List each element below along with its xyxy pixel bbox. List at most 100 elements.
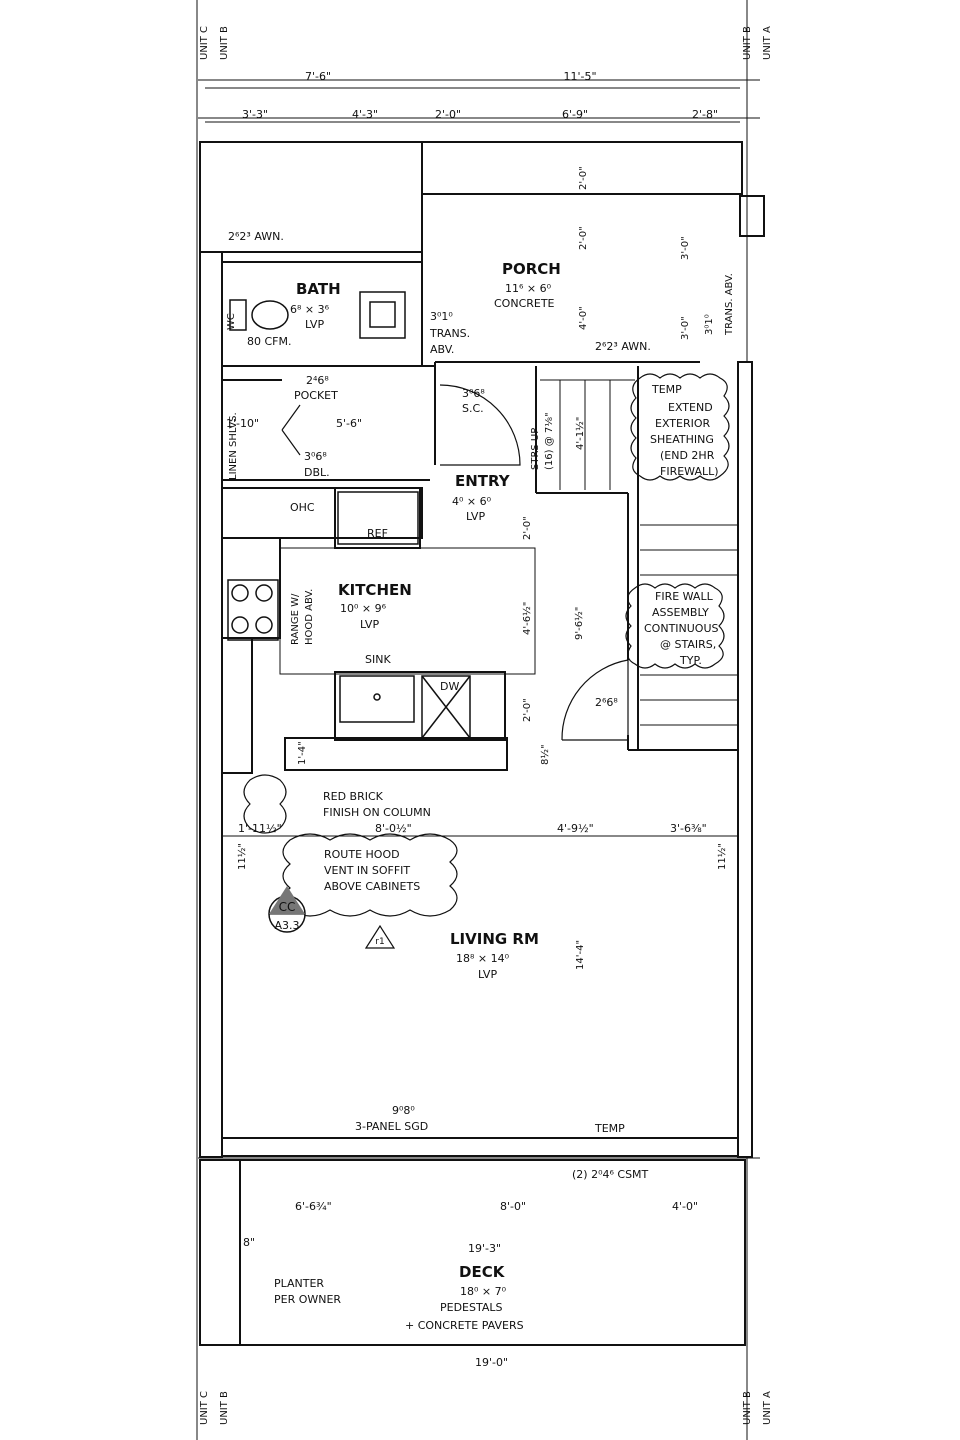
refrigerator-icon bbox=[337, 491, 419, 545]
linen-label: LINEN SHLVS. bbox=[228, 412, 239, 480]
toilet-icon bbox=[251, 300, 289, 330]
transom-right-label: TRANS. ABV. bbox=[724, 273, 735, 336]
transom-left-size: 3⁰1⁰ bbox=[430, 310, 453, 323]
unit-labels: UNIT C UNIT B UNIT B UNIT A UNIT C UNIT … bbox=[199, 26, 773, 1425]
mid-dim-1: 1'-11½" bbox=[238, 822, 282, 835]
living-name: LIVING RM bbox=[450, 930, 539, 948]
elevation-tag: r1 bbox=[364, 924, 396, 949]
porch-dim-e: 3'-0" bbox=[680, 316, 691, 340]
dbl-door-size: 3⁰6⁸ bbox=[304, 450, 327, 463]
awning-porch: 2⁶2³ AWN. bbox=[595, 340, 651, 353]
fixtures bbox=[227, 291, 471, 739]
dishwasher-icon bbox=[421, 675, 471, 739]
mid-dim-right: 11½" bbox=[716, 843, 728, 870]
kitchen-dim-4: 9'-6½" bbox=[573, 607, 585, 640]
entry-floor: LVP bbox=[466, 510, 485, 523]
extend-note-1: EXTEND bbox=[668, 401, 713, 414]
door-swings bbox=[281, 384, 629, 741]
unit-a-label-bottom: UNIT A bbox=[762, 1391, 773, 1425]
entry-name: ENTRY bbox=[455, 472, 511, 490]
unit-a-label-top: UNIT A bbox=[762, 26, 773, 60]
brick-note-2: FINISH ON COLUMN bbox=[323, 806, 431, 819]
bottom-dim-4: 8" bbox=[243, 1236, 255, 1249]
transom-left-l1: TRANS. bbox=[429, 327, 470, 340]
stairs-label-1: STRS UP bbox=[530, 428, 541, 470]
bottom-dim-1: 6'-6¾" bbox=[295, 1200, 332, 1213]
bath-sink-icon bbox=[359, 291, 406, 339]
section-tag-bottom: A3.3 bbox=[274, 919, 299, 932]
hood-note-2: VENT IN SOFFIT bbox=[324, 864, 410, 877]
porch-dim-a: 2'-0" bbox=[578, 166, 589, 190]
dw-label: DW bbox=[440, 680, 459, 693]
bottom-dim-5: 19'-3" bbox=[468, 1242, 501, 1255]
labels: 2⁶2³ AWN. 2⁶2³ AWN. BATH 6⁸ × 3⁶ LVP 80 … bbox=[222, 166, 738, 1369]
kitchen-size: 10⁰ × 9⁶ bbox=[340, 602, 387, 615]
dim-overall-right: 11'-5" bbox=[563, 70, 596, 83]
deck-l2: + CONCRETE PAVERS bbox=[405, 1319, 524, 1332]
sgd-size: 9⁰8⁰ bbox=[392, 1104, 415, 1117]
kitchen-dim-1: 2'-0" bbox=[522, 516, 533, 540]
wc-label: WC bbox=[226, 313, 237, 330]
unit-b-label-top: UNIT B bbox=[219, 26, 230, 60]
hall-dim: 5'-6" bbox=[336, 417, 362, 430]
closet-door-size: 2⁶6⁸ bbox=[595, 696, 618, 709]
planter-1: PLANTER bbox=[274, 1277, 324, 1290]
extend-note: EXTEND EXTERIOR SHEATHING (END 2HR FIREW… bbox=[650, 401, 719, 478]
firewall-note-1: FIRE WALL bbox=[655, 590, 714, 603]
dbl-door-label: DBL. bbox=[304, 466, 330, 479]
hood-label: HOOD ABV. bbox=[304, 589, 315, 645]
brick-note-1: RED BRICK bbox=[323, 790, 384, 803]
closet-door-swing bbox=[561, 659, 629, 741]
ref-label: REF bbox=[367, 527, 388, 540]
section-tag: CC A3.3 bbox=[268, 886, 306, 933]
unit-c-label-bottom: UNIT C bbox=[199, 1391, 210, 1425]
hood-note-3: ABOVE CABINETS bbox=[324, 880, 420, 893]
kitchen-sink-icon bbox=[339, 675, 415, 723]
ohc-label: OHC bbox=[290, 501, 315, 514]
mid-dim-3: 4'-9½" bbox=[557, 822, 594, 835]
sink-label: SINK bbox=[365, 653, 391, 666]
mid-dim-2: 8'-0½" bbox=[375, 822, 412, 835]
column-dim: 1'-4" bbox=[297, 741, 308, 765]
kitchen-name: KITCHEN bbox=[338, 581, 412, 599]
firewall-note-cloud bbox=[625, 583, 725, 669]
kitchen-dim-3: 2'-0" bbox=[522, 698, 533, 722]
dim-top-5: 2'-8" bbox=[692, 108, 718, 121]
dim-overall-left: 7'-6" bbox=[305, 70, 331, 83]
bath-name: BATH bbox=[296, 280, 341, 298]
sgd-label: 3-PANEL SGD bbox=[355, 1120, 428, 1133]
deck-size: 18⁰ × 7⁰ bbox=[460, 1285, 507, 1298]
hood-note-1: ROUTE HOOD bbox=[324, 848, 400, 861]
living-size: 18⁸ × 14⁰ bbox=[456, 952, 510, 965]
grid-lines bbox=[196, 0, 760, 1440]
porch-floor: CONCRETE bbox=[494, 297, 555, 310]
stairs-label-2: (16) @ 7⅛" bbox=[544, 412, 555, 470]
top-dimensions: 7'-6" 11'-5" 3'-3" 4'-3" 2'-0" 6'-9" 2'-… bbox=[205, 70, 740, 123]
walls bbox=[199, 141, 765, 1346]
bath-floor: LVP bbox=[305, 318, 324, 331]
entry-size: 4⁰ × 6⁰ bbox=[452, 495, 492, 508]
deck-name: DECK bbox=[459, 1263, 506, 1281]
kitchen-dim-5: 8½" bbox=[539, 744, 551, 765]
dim-top-2: 4'-3" bbox=[352, 108, 378, 121]
extend-note-5: FIREWALL) bbox=[660, 465, 719, 478]
firewall-note-3: CONTINUOUS bbox=[644, 622, 719, 635]
stairs bbox=[540, 379, 738, 726]
pocket-label: POCKET bbox=[294, 389, 338, 402]
temp-bottom: TEMP bbox=[594, 1122, 625, 1135]
transom-left-l2: ABV. bbox=[430, 343, 454, 356]
pocket-size: 2⁴6⁸ bbox=[306, 374, 329, 387]
transom-right-size: 3⁰1⁰ bbox=[704, 314, 715, 335]
entry-door-swing bbox=[439, 384, 521, 466]
porch-size: 11⁶ × 6⁰ bbox=[505, 282, 552, 295]
linen-dim: 1'-10" bbox=[226, 417, 259, 430]
porch-name: PORCH bbox=[502, 260, 561, 278]
dim-top-3: 2'-0" bbox=[435, 108, 461, 121]
extend-note-cloud bbox=[630, 373, 730, 481]
unit-b-label-bottom-right: UNIT B bbox=[742, 1391, 753, 1425]
unit-b-label-bottom: UNIT B bbox=[219, 1391, 230, 1425]
extend-note-3: SHEATHING bbox=[650, 433, 714, 446]
mid-dim-4: 3'-6⅜" bbox=[670, 822, 707, 835]
unit-b-label-top-right: UNIT B bbox=[742, 26, 753, 60]
